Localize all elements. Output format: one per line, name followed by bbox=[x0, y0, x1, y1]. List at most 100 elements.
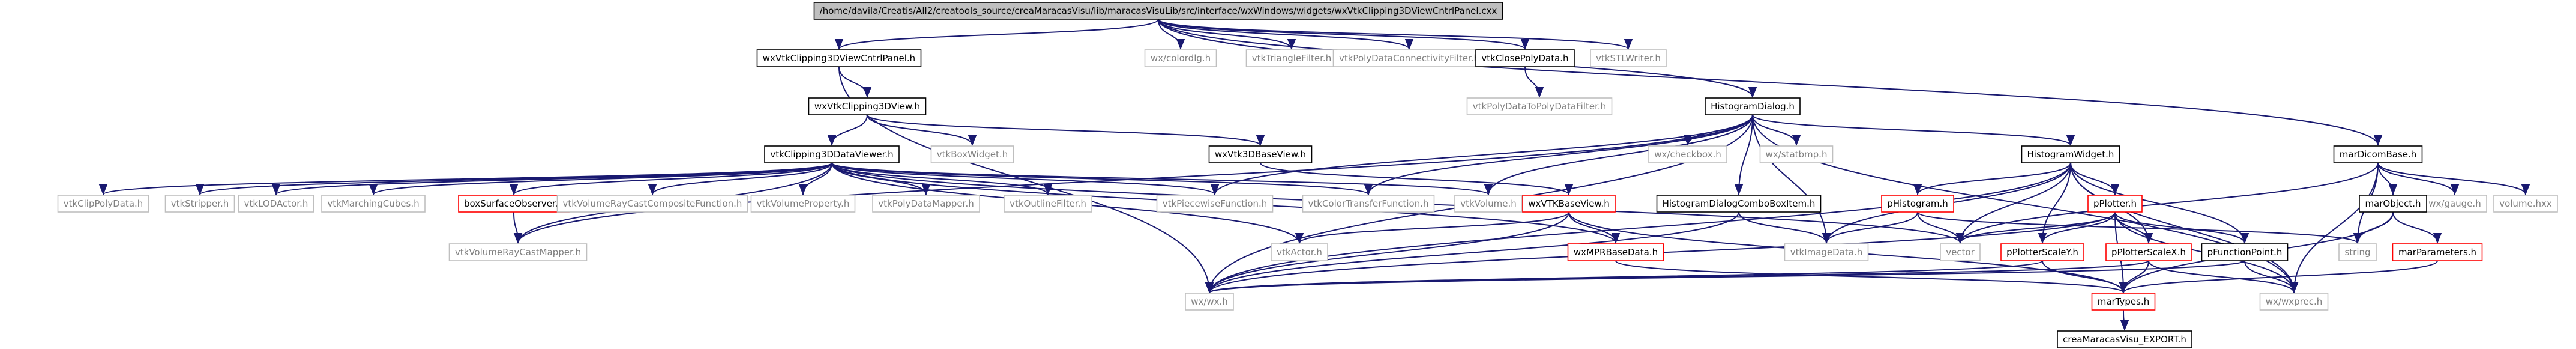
node-colordlg: wx/colordlg.h bbox=[1144, 49, 1217, 67]
node-label: HistogramWidget.h bbox=[2027, 149, 2114, 160]
node-dicomBase[interactable]: marDicomBase.h bbox=[2333, 145, 2423, 163]
node-outline: vtkOutlineFilter.h bbox=[1004, 195, 1092, 213]
edge-vtk3DBase-to-vtkBase bbox=[1260, 162, 1573, 195]
node-label: vtkPolyDataToPolyDataFilter.h bbox=[1473, 101, 1606, 112]
node-box bbox=[1648, 145, 1727, 163]
node-box bbox=[750, 195, 856, 213]
node-label: vtkVolumeRayCastCompositeFunction.h bbox=[563, 198, 742, 209]
node-histWidget[interactable]: HistogramWidget.h bbox=[2021, 145, 2120, 163]
node-stripper: vtkStripper.h bbox=[164, 195, 235, 213]
node-box bbox=[164, 195, 235, 213]
edge-histWidget-to-pPlotter bbox=[2070, 162, 2120, 195]
edge-pHistogram-to-string bbox=[1917, 211, 2362, 244]
edge-marParams-to-marTypes bbox=[2119, 260, 2438, 293]
node-vtkVolume: vtkVolume.h bbox=[1454, 195, 1523, 213]
edge-plotterScaleX-to-wxprec bbox=[2148, 260, 2299, 293]
node-box bbox=[1940, 243, 1981, 261]
node-wxprec: wx/wxprec.h bbox=[2259, 293, 2329, 311]
edge-histDialog-to-vtkVolume bbox=[1484, 114, 1753, 195]
node-box bbox=[756, 49, 922, 67]
edge-dicomBase-to-vector bbox=[1955, 162, 2379, 244]
node-exportH[interactable]: creaMaracasVisu_EXPORT.h bbox=[2057, 330, 2192, 348]
node-box bbox=[2493, 195, 2558, 213]
node-box bbox=[1705, 97, 1801, 115]
edge-histDialog-to-imageData bbox=[1752, 114, 1831, 244]
node-label: /home/davila/Creatis/All2/creatools_sour… bbox=[820, 5, 1497, 17]
node-label: pFunctionPoint.h bbox=[2207, 247, 2283, 258]
node-box bbox=[1475, 49, 1575, 67]
edge-dataViewer-to-vtkVolume bbox=[831, 162, 1493, 195]
edge-root-to-closePoly bbox=[1158, 19, 1529, 50]
node-box bbox=[2000, 243, 2084, 261]
edge-pPlotter-to-plotterScaleY bbox=[2038, 211, 2116, 244]
node-marParams: marParameters.h bbox=[2392, 243, 2483, 261]
node-closePoly[interactable]: vtkClosePolyData.h bbox=[1475, 49, 1575, 67]
node-box bbox=[238, 195, 314, 213]
node-pPlotter: pPlotter.h bbox=[2087, 195, 2143, 213]
edge-marObject-to-string bbox=[2353, 211, 2394, 244]
node-clip3DView[interactable]: wxVtkClipping3DView.h bbox=[808, 97, 927, 115]
node-label: volume.hxx bbox=[2499, 198, 2552, 209]
node-label: creaMaracasVisu_EXPORT.h bbox=[2063, 334, 2186, 345]
edge-root-to-triFilter bbox=[1158, 19, 1296, 50]
edge-dataViewer-to-rayComp bbox=[648, 162, 832, 195]
edge-clip3DView-to-vtk3DBase bbox=[867, 114, 1265, 146]
node-label: pPlotterScaleX.h bbox=[2111, 247, 2186, 258]
node-label: marParameters.h bbox=[2398, 247, 2476, 258]
node-dataViewer[interactable]: vtkClipping3DDataViewer.h bbox=[764, 145, 900, 163]
node-polyMapper: vtkPolyDataMapper.h bbox=[872, 195, 980, 213]
node-label: wx/wx.h bbox=[1191, 296, 1228, 307]
node-root[interactable]: /home/davila/Creatis/All2/creatools_sour… bbox=[813, 2, 1503, 20]
node-piecewise: vtkPiecewiseFunction.h bbox=[1156, 195, 1274, 213]
node-label: wxVtkClipping3DView.h bbox=[814, 101, 920, 112]
node-comboBox[interactable]: HistogramDialogComboBoxItem.h bbox=[1656, 195, 1822, 213]
node-box bbox=[2021, 145, 2120, 163]
node-box bbox=[2333, 145, 2423, 163]
node-imageData: vtkImageData.h bbox=[1784, 243, 1869, 261]
node-volProp: vtkVolumeProperty.h bbox=[750, 195, 856, 213]
node-box bbox=[2057, 330, 2192, 348]
node-box bbox=[2422, 195, 2487, 213]
edge-cntrlPanel-to-clip3DView bbox=[838, 66, 872, 98]
node-label: wxVtkClipping3DViewCntrlPanel.h bbox=[763, 53, 915, 64]
edge-root-to-stlWriter bbox=[1158, 19, 1633, 50]
node-vtk3DBase[interactable]: wxVtk3DBaseView.h bbox=[1208, 145, 1313, 163]
node-gauge: wx/gauge.h bbox=[2422, 195, 2487, 213]
node-vector: vector bbox=[1940, 243, 1981, 261]
file-nodes: /home/davila/Creatis/All2/creatools_sour… bbox=[57, 2, 2558, 348]
node-wxwx: wx/wx.h bbox=[1185, 293, 1234, 311]
node-box bbox=[2359, 195, 2427, 213]
edge-dataViewer-to-ctf bbox=[831, 162, 1373, 195]
node-stlWriter: vtkSTLWriter.h bbox=[1590, 49, 1667, 67]
node-box bbox=[1466, 97, 1613, 115]
node-label: vtkVolumeRayCastMapper.h bbox=[455, 247, 581, 258]
edge-comboBox-to-wxwx bbox=[1205, 211, 1739, 293]
node-label: HistogramDialogComboBoxItem.h bbox=[1663, 198, 1816, 209]
node-box bbox=[1656, 195, 1822, 213]
node-marObject[interactable]: marObject.h bbox=[2359, 195, 2427, 213]
node-rayComp: vtkVolumeRayCastCompositeFunction.h bbox=[556, 195, 748, 213]
node-plotterScaleX: pPlotterScaleX.h bbox=[2105, 243, 2192, 261]
node-box bbox=[1454, 195, 1523, 213]
edge-boxSurf-to-rayMapper bbox=[513, 211, 523, 244]
edge-clip3DView-to-boxWidget bbox=[867, 114, 977, 146]
node-cntrlPanel[interactable]: wxVtkClipping3DViewCntrlPanel.h bbox=[756, 49, 922, 67]
node-pHistogram: pHistogram.h bbox=[1881, 195, 1954, 213]
node-label: vtkTriangleFilter.h bbox=[1252, 53, 1331, 64]
node-label: vtkLODActor.h bbox=[244, 198, 308, 209]
edge-vtkBase-to-mprBase bbox=[1568, 211, 1621, 244]
node-funcPoint[interactable]: pFunctionPoint.h bbox=[2201, 243, 2289, 261]
node-box bbox=[1144, 49, 1217, 67]
node-box bbox=[2338, 243, 2377, 261]
node-histDialog[interactable]: HistogramDialog.h bbox=[1705, 97, 1801, 115]
node-box bbox=[813, 2, 1503, 20]
node-box bbox=[57, 195, 149, 213]
node-label: vtkClipping3DDataViewer.h bbox=[770, 149, 893, 160]
node-box bbox=[448, 243, 588, 261]
node-vtkActor: vtkActor.h bbox=[1271, 243, 1328, 261]
edge-dicomBase-to-wxprec bbox=[2289, 162, 2379, 293]
node-label: wxVtk3DBaseView.h bbox=[1215, 149, 1306, 160]
node-label: pPlotterScaleY.h bbox=[2006, 247, 2078, 258]
node-polyToPoly: vtkPolyDataToPolyDataFilter.h bbox=[1466, 97, 1613, 115]
node-label: vtkStripper.h bbox=[171, 198, 229, 209]
